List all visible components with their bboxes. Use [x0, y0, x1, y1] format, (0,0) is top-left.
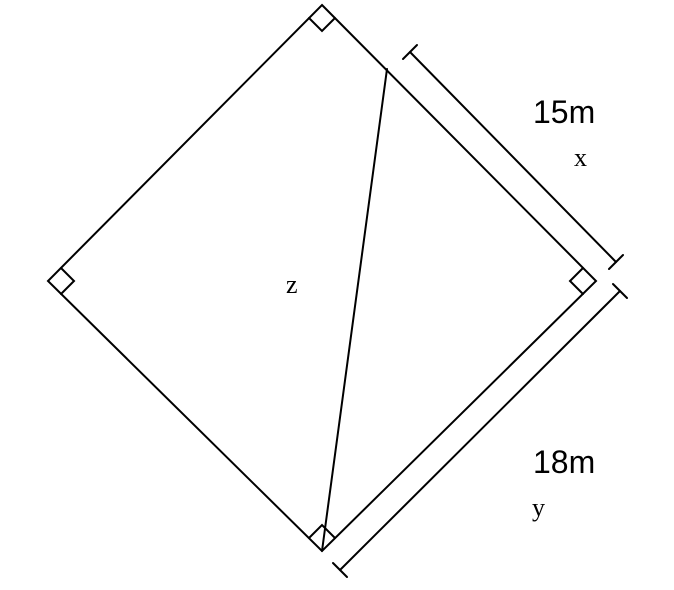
right-angle-marker-top: [308, 17, 336, 33]
label-bottom-measure: 18m: [533, 444, 595, 480]
dimension-line-y: [339, 290, 621, 571]
right-angle-marker-left: [60, 267, 76, 295]
label-z: z: [286, 270, 298, 299]
dimension-tick-y-start: [612, 283, 628, 299]
label-top-measure: 15m: [533, 94, 595, 130]
label-y: y: [532, 493, 545, 522]
dimension-tick-x-end: [608, 254, 624, 270]
right-angle-marker-right: [568, 267, 584, 295]
dimension-line-x: [409, 51, 617, 263]
square-outline: [46, 3, 598, 553]
dimension-tick-y-end: [332, 562, 348, 578]
dimension-tick-x-start: [402, 44, 418, 60]
label-x: x: [574, 143, 587, 172]
segment-z: [321, 68, 388, 552]
right-angle-marker-bottom: [308, 523, 336, 539]
